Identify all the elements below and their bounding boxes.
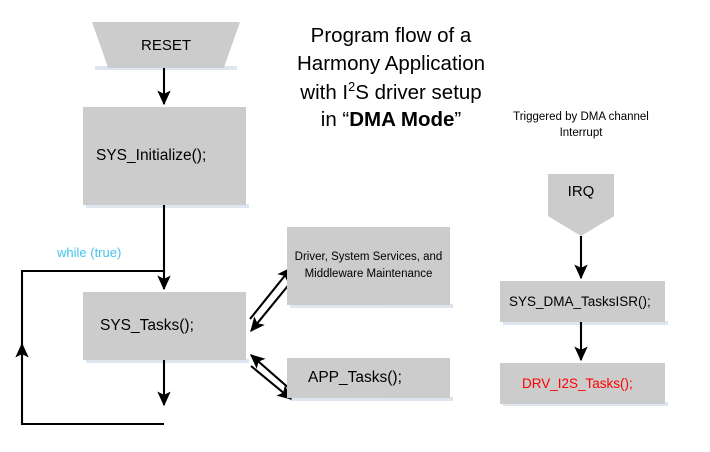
title-line-3-post: S driver setup (355, 80, 482, 104)
loop-condition-label: while (true) (57, 245, 122, 260)
node-sys-dma-tasks-isr[interactable]: SYS_DMA_TasksISR(); (500, 281, 665, 322)
arrow-sys-tasks-to-middleware (249, 267, 292, 320)
title-line-3: with I2S driver setup (248, 78, 534, 107)
title-line-1: Program flow of a (310, 24, 472, 47)
node-irq-label: IRQ (567, 183, 595, 200)
node-sys-initialize[interactable]: SYS_Initialize(); (83, 107, 246, 205)
node-drv-i2s-tasks[interactable]: DRV_I2S_Tasks(); (500, 363, 665, 404)
arrow-app-tasks-to-sys-tasks (250, 354, 292, 391)
node-sys-initialize-label: SYS_Initialize(); (96, 147, 207, 164)
node-sys-tasks[interactable]: SYS_Tasks(); (83, 292, 246, 360)
irq-caption: Triggered by DMA channel Interrupt (513, 111, 649, 139)
node-app-tasks-label: APP_Tasks(); (308, 369, 402, 386)
title-line-3-pre: with I (300, 80, 349, 104)
node-sys-dma-tasks-isr-label: SYS_DMA_TasksISR(); (509, 294, 651, 309)
node-reset-label: RESET (140, 36, 191, 54)
node-app-tasks[interactable]: APP_Tasks(); (287, 358, 450, 398)
title-line-4: in “DMA Mode” (248, 106, 534, 134)
title-line-4-bold: DMA Mode (349, 108, 455, 132)
node-middleware-maintenance[interactable]: Driver, System Services, and Middleware … (287, 227, 450, 305)
title-line-4-post: ” (454, 108, 462, 132)
page-title: Program flow of a Harmony Application wi… (248, 22, 534, 134)
node-sys-tasks-label: SYS_Tasks(); (100, 317, 194, 334)
title-line-2: Harmony Application (296, 51, 485, 75)
arrow-sys-tasks-to-app-tasks (250, 365, 292, 400)
node-irq[interactable]: IRQ (548, 174, 614, 236)
arrow-middleware-to-sys-tasks (250, 281, 292, 332)
node-reset[interactable]: RESET (92, 22, 240, 68)
title-line-3-superscript: 2 (348, 78, 356, 94)
node-drv-i2s-tasks-label: DRV_I2S_Tasks(); (522, 376, 633, 391)
node-middleware-maintenance-label: Driver, System Services, and Middleware … (294, 251, 443, 280)
title-line-4-pre: in “ (320, 108, 350, 132)
